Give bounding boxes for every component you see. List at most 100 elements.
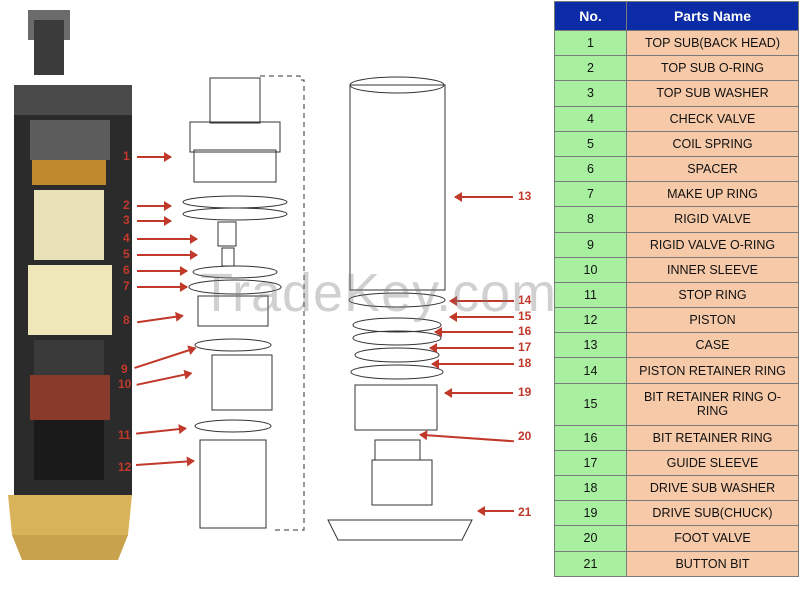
callout-10: 10 bbox=[118, 377, 132, 391]
callout-21: 21 bbox=[518, 505, 532, 519]
callout-5: 5 bbox=[123, 247, 130, 261]
part-number-cell: 11 bbox=[554, 281, 627, 309]
callout-arrow-7 bbox=[137, 282, 188, 292]
part-name-cell: TOP SUB(BACK HEAD) bbox=[626, 29, 799, 57]
part-name-cell: FOOT VALVE bbox=[626, 525, 799, 552]
callout-arrow-13 bbox=[454, 192, 513, 202]
callout-arrow-5 bbox=[137, 250, 198, 260]
callout-14: 14 bbox=[518, 293, 532, 307]
part-number-cell: 12 bbox=[554, 307, 627, 334]
part-name-cell: MAKE UP RING bbox=[626, 181, 799, 208]
part-name-cell: BIT RETAINER RING O-RING bbox=[626, 382, 799, 426]
part-name-cell: SPACER bbox=[626, 155, 799, 183]
part-number-cell: 5 bbox=[554, 130, 627, 157]
part-number-cell: 7 bbox=[554, 181, 627, 208]
part-number-cell: 20 bbox=[554, 525, 627, 552]
callout-15: 15 bbox=[518, 309, 532, 323]
part-number-cell: 6 bbox=[554, 155, 627, 183]
part-name-cell: STOP RING bbox=[626, 281, 799, 309]
callout-arrow-2 bbox=[137, 201, 172, 211]
part-number-cell: 18 bbox=[554, 474, 627, 502]
part-name-cell: RIGID VALVE bbox=[626, 206, 799, 233]
callout-arrow-1 bbox=[137, 152, 172, 162]
callout-arrow-3 bbox=[137, 216, 172, 226]
part-name-cell: PISTON bbox=[626, 307, 799, 334]
callout-8: 8 bbox=[123, 313, 130, 327]
part-number-cell: 13 bbox=[554, 332, 627, 359]
part-name-cell: TOP SUB WASHER bbox=[626, 80, 799, 107]
callout-2: 2 bbox=[123, 198, 130, 212]
callout-7: 7 bbox=[123, 279, 130, 293]
part-number-cell: 16 bbox=[554, 424, 627, 451]
callout-arrow-19 bbox=[444, 388, 513, 398]
callout-6: 6 bbox=[123, 263, 130, 277]
part-name-cell: GUIDE SLEEVE bbox=[626, 449, 799, 477]
header-no: No. bbox=[554, 1, 627, 31]
part-name-cell: CHECK VALVE bbox=[626, 105, 799, 132]
part-number-cell: 14 bbox=[554, 357, 627, 384]
part-number-cell: 19 bbox=[554, 500, 627, 527]
part-number-cell: 15 bbox=[554, 382, 627, 426]
hammer-cutaway-photo bbox=[8, 10, 132, 560]
callout-20: 20 bbox=[518, 429, 532, 443]
table-header-row: No. Parts Name bbox=[554, 1, 799, 31]
part-name-cell: DRIVE SUB WASHER bbox=[626, 474, 799, 502]
part-name-cell: CASE bbox=[626, 332, 799, 359]
callout-17: 17 bbox=[518, 340, 532, 354]
callout-arrow-16 bbox=[434, 327, 513, 337]
callout-arrow-4 bbox=[137, 234, 198, 244]
part-number-cell: 10 bbox=[554, 256, 627, 283]
part-name-cell: BIT RETAINER RING bbox=[626, 424, 799, 451]
callout-arrow-15 bbox=[449, 312, 514, 322]
callout-12: 12 bbox=[118, 460, 132, 474]
exploded-line-drawing bbox=[182, 75, 473, 541]
part-name-cell: RIGID VALVE O-RING bbox=[626, 231, 799, 258]
callout-13: 13 bbox=[518, 189, 532, 203]
part-name-cell: COIL SPRING bbox=[626, 130, 799, 157]
callout-4: 4 bbox=[123, 231, 130, 245]
callout-18: 18 bbox=[518, 356, 532, 370]
callout-arrow-6 bbox=[137, 266, 188, 276]
header-parts-name: Parts Name bbox=[626, 1, 799, 31]
callout-1: 1 bbox=[123, 149, 130, 163]
part-number-cell: 3 bbox=[554, 80, 627, 107]
callout-19: 19 bbox=[518, 385, 532, 399]
part-name-cell: INNER SLEEVE bbox=[626, 256, 799, 283]
part-number-cell: 2 bbox=[554, 55, 627, 82]
callout-9: 9 bbox=[121, 362, 128, 376]
part-number-cell: 4 bbox=[554, 105, 627, 132]
part-number-cell: 17 bbox=[554, 449, 627, 477]
callout-arrow-14 bbox=[449, 296, 514, 306]
callout-11: 11 bbox=[118, 428, 131, 442]
part-number-cell: 8 bbox=[554, 206, 627, 233]
part-name-cell: BUTTON BIT bbox=[626, 550, 799, 577]
part-number-cell: 21 bbox=[554, 550, 627, 577]
callout-arrow-17 bbox=[429, 343, 514, 353]
part-name-cell: PISTON RETAINER RING bbox=[626, 357, 799, 384]
part-number-cell: 1 bbox=[554, 29, 627, 57]
callout-16: 16 bbox=[518, 324, 532, 338]
part-name-cell: TOP SUB O-RING bbox=[626, 55, 799, 82]
callout-arrow-21 bbox=[477, 506, 514, 516]
callout-arrow-18 bbox=[431, 359, 514, 369]
